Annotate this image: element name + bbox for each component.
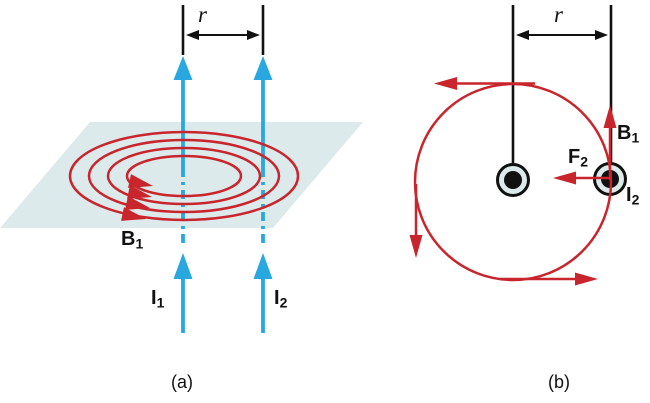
current-1-label-a: I1 [151,287,165,311]
dimension-arrowhead-right-b [595,30,608,40]
current-2-lower-arrowhead [253,253,273,279]
panel-a-diagram [0,5,363,333]
current-2-label-a: I2 [274,287,288,311]
caption-panel-a: (a) [171,372,193,392]
dimension-arrowhead-right-a [247,30,260,40]
panel-b-diagram [409,5,627,286]
dimension-arrowhead-left-b [516,30,529,40]
current-2-upper-arrowhead [253,56,273,80]
current-2-label-b: I2 [626,184,640,208]
caption-panel-b: (b) [548,372,570,392]
force-label-f2-b: F2 [568,146,589,170]
tangent-arrow-left-head [409,235,423,258]
tangent-arrow-top-head [434,77,457,90]
dimension-arrowhead-left-a [186,30,199,40]
separation-label-b: r [554,2,563,27]
field-line-label-b1-a: B1 [121,228,144,252]
field-label-b1-b: B1 [617,122,640,146]
field-loop-3-arrowhead [127,185,152,199]
field-loop-1 [68,130,300,222]
b1-field-vector-head [603,105,617,128]
current-1-lower-arrowhead [173,253,193,279]
current-1-upper-arrowhead [173,56,193,80]
field-loop-2 [87,138,281,214]
field-loop-2-arrowhead [125,196,150,210]
field-loop-3 [106,146,262,206]
field-loop-1-arrowhead [121,207,146,221]
f2-force-vector-head [553,171,576,185]
field-loop-4-arrowhead [128,174,153,188]
field-loop-4 [125,154,243,198]
tangent-arrow-bottom-head [575,272,598,286]
separation-label-a: r [198,2,207,27]
wire-1-current-out-dot [504,171,522,189]
